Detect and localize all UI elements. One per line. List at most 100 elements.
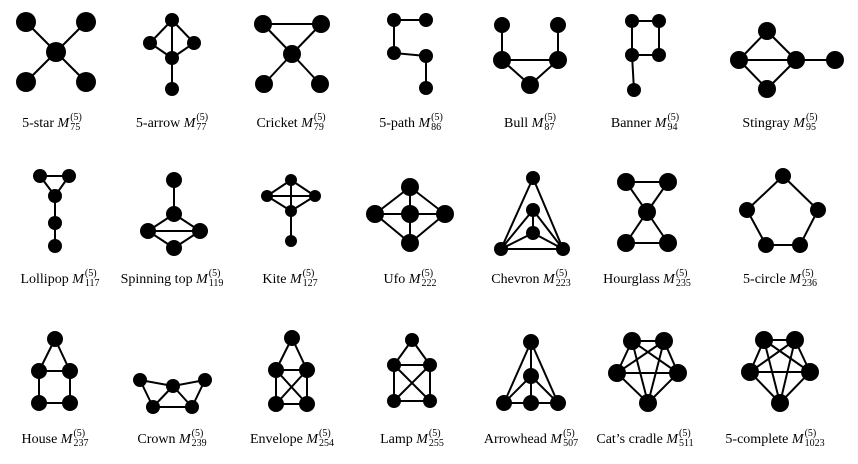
vertex	[638, 203, 656, 221]
vertex	[627, 83, 641, 97]
graph-name: Arrowhead	[483, 432, 547, 448]
graph-symbol: M	[531, 116, 544, 132]
vertex	[786, 331, 804, 349]
vertex	[166, 240, 182, 256]
vertex	[366, 205, 384, 223]
vertex	[62, 363, 78, 379]
edge	[782, 175, 819, 211]
graph-symbol: M	[416, 432, 428, 448]
caption-lamp: Lamp M(5)255	[380, 428, 444, 449]
graph-cricket	[254, 15, 330, 93]
vertex	[526, 171, 540, 185]
vertex	[387, 13, 401, 27]
vertex	[771, 394, 789, 412]
caption-5-circle: 5-circle M(5)236	[743, 268, 817, 289]
graph-name: 5-circle	[743, 272, 786, 288]
edge	[763, 339, 811, 373]
graph-stingray	[730, 22, 844, 98]
vertex	[526, 203, 540, 217]
vertex	[387, 394, 401, 408]
graph-5-star	[16, 12, 96, 92]
caption-cricket: Cricket M(5)79	[256, 112, 326, 133]
graph-symbol: M	[791, 432, 804, 448]
edge	[746, 175, 784, 211]
vertex	[309, 190, 321, 202]
graph-name: Lamp	[380, 432, 413, 448]
edge	[749, 339, 796, 373]
caption-hourglass: Hourglass M(5)235	[603, 268, 691, 289]
vertex	[48, 216, 62, 230]
vertex	[496, 395, 512, 411]
vertex	[755, 331, 773, 349]
vertex	[526, 226, 540, 240]
graph-symbol: M	[550, 432, 563, 448]
graph-cats-cradle	[608, 332, 687, 412]
vertex	[33, 169, 47, 183]
vertex	[401, 234, 419, 252]
graph-5-path	[387, 13, 433, 95]
vertex	[401, 205, 419, 223]
vertex	[625, 48, 639, 62]
caption-ufo: Ufo M(5)222	[383, 268, 437, 289]
caption-cats-cradle: Cat’s cradle M(5)511	[596, 428, 694, 449]
graph-symbol: M	[72, 272, 84, 288]
vertex	[299, 396, 315, 412]
vertex	[419, 49, 433, 63]
edge	[532, 177, 564, 250]
graph-name: Crown	[137, 432, 176, 448]
vertex	[166, 172, 182, 188]
vertex	[550, 17, 566, 33]
vertex	[198, 373, 212, 387]
edge	[500, 177, 534, 250]
vertex	[617, 234, 635, 252]
graph-lollipop	[33, 169, 76, 253]
vertex	[285, 235, 297, 247]
graph-symbol: M	[306, 432, 319, 448]
vertex	[166, 206, 182, 222]
vertex	[758, 237, 774, 253]
vertex	[311, 75, 329, 93]
caption-arrowhead: Arrowhead M(5)507	[483, 428, 579, 449]
graph-spinning-top	[140, 172, 208, 256]
vertex	[549, 51, 567, 69]
vertex	[550, 395, 566, 411]
vertex	[758, 22, 776, 40]
graph-name: 5-star	[22, 116, 55, 132]
caption-banner: Banner M(5)94	[610, 112, 680, 133]
graph-name: Envelope	[249, 432, 303, 448]
vertex	[76, 72, 96, 92]
vertex	[16, 12, 36, 32]
graph-ufo	[366, 178, 454, 252]
graph-kite	[261, 174, 321, 247]
vertex	[556, 242, 570, 256]
vertex	[261, 190, 273, 202]
vertex	[185, 400, 199, 414]
edge	[503, 341, 532, 404]
graph-symbol: M	[289, 272, 302, 288]
graph-arrowhead	[496, 334, 566, 411]
edge	[631, 340, 679, 374]
graph-name: Lollipop	[20, 272, 69, 288]
graph-symbol: M	[654, 116, 667, 132]
graph-symbol: M	[793, 116, 805, 132]
vertex	[775, 168, 791, 184]
graph-name: Banner	[610, 116, 652, 132]
caption-house: House M(5)237	[21, 428, 89, 449]
graph-name: Kite	[262, 272, 287, 288]
vertex	[405, 333, 419, 347]
graph-banner	[625, 14, 666, 97]
vertex	[187, 36, 201, 50]
vertex	[810, 202, 826, 218]
graph-lamp	[387, 333, 437, 408]
vertex	[608, 364, 626, 382]
graph-name: 5-complete	[725, 432, 789, 448]
vertex	[285, 205, 297, 217]
graph-5-complete	[741, 331, 819, 412]
vertex	[285, 174, 297, 186]
caption-spinning-top: Spinning top M(5)119	[120, 268, 224, 289]
vertex	[669, 364, 687, 382]
vertex	[146, 400, 160, 414]
vertex	[166, 379, 180, 393]
vertex	[387, 358, 401, 372]
